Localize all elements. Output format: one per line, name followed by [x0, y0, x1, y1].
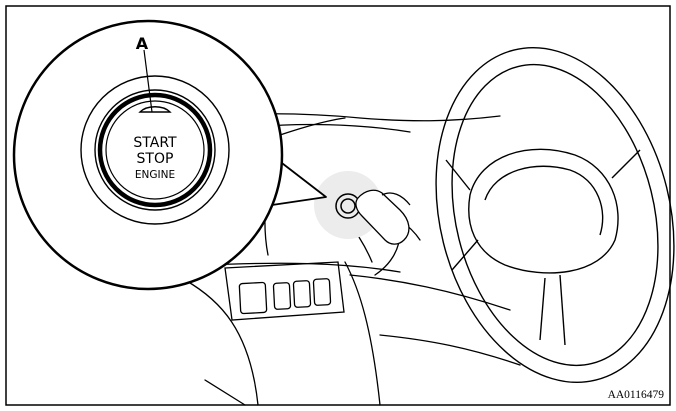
button-text-start: START — [133, 135, 177, 151]
button-text-engine: ENGINE — [135, 169, 175, 181]
callout-label-a: A — [136, 34, 149, 53]
magnified-callout: START STOP ENGINE — [14, 21, 282, 289]
figure-code: AA0116479 — [608, 389, 665, 401]
button-text-stop: STOP — [137, 151, 174, 167]
